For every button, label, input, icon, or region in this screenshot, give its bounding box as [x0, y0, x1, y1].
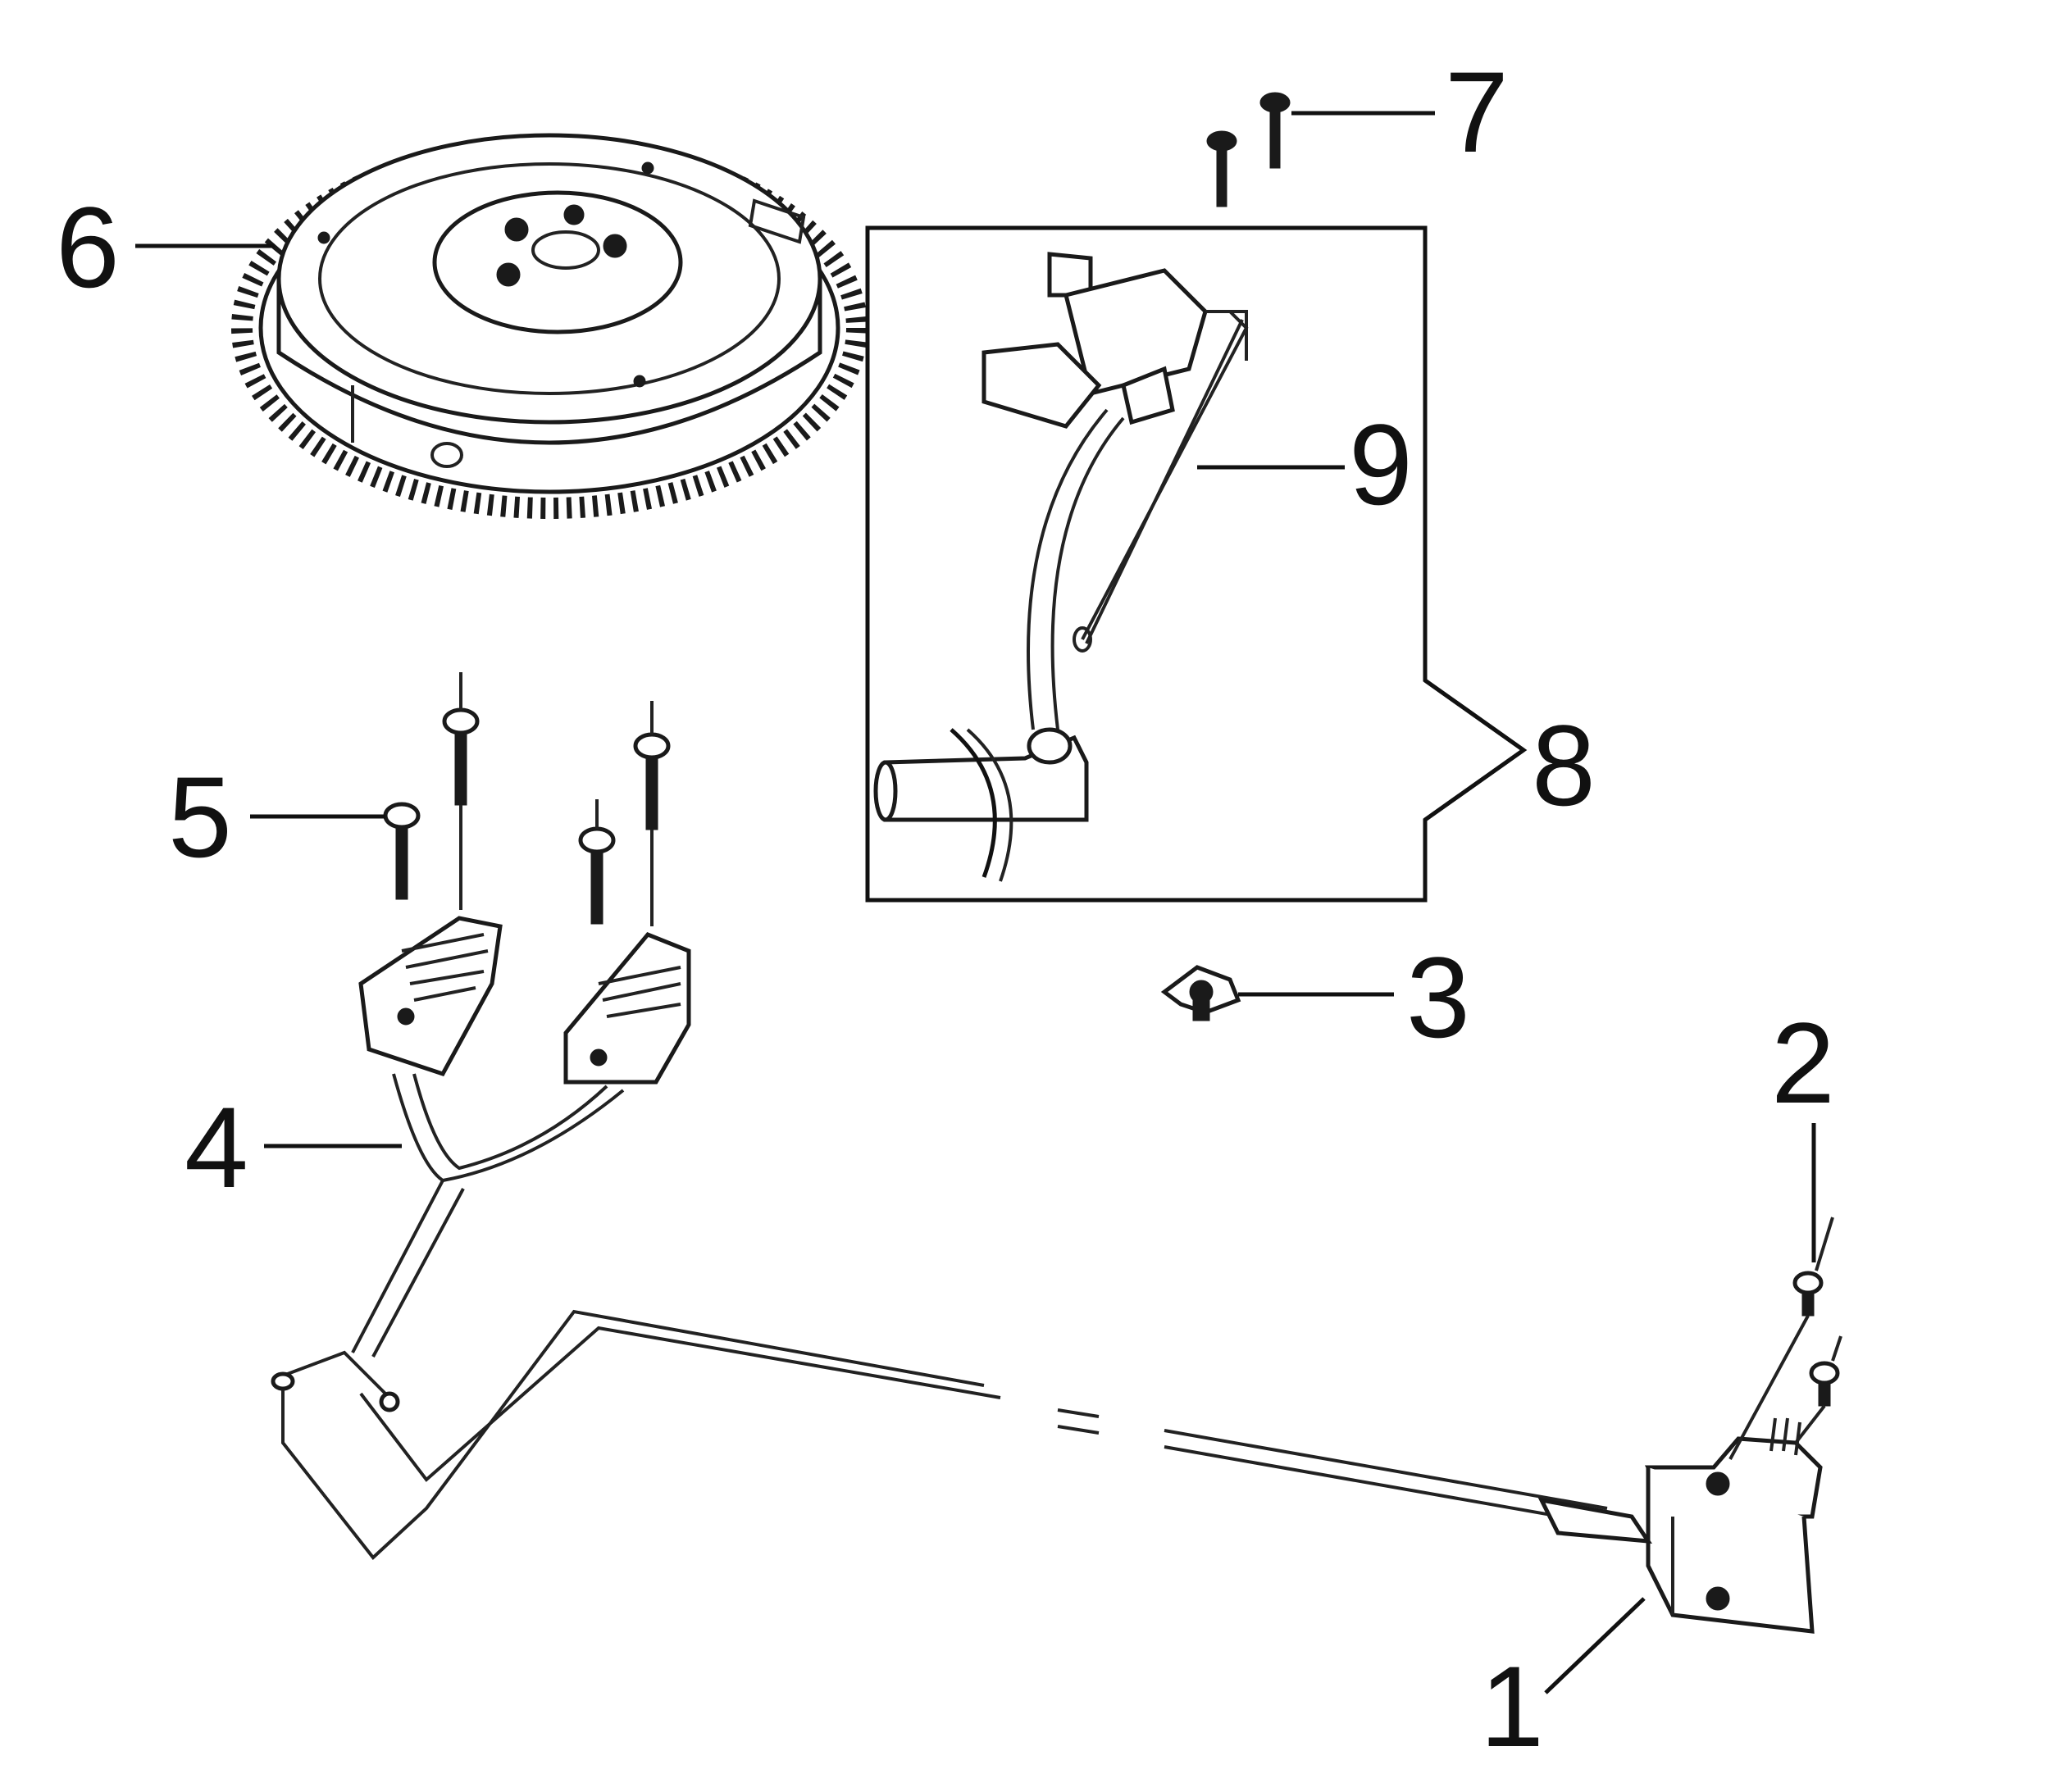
spark-plug-cap-part [873, 408, 1125, 882]
charge-coil-part-4b [563, 932, 691, 1085]
callout-2: 2 [1771, 998, 1835, 1127]
flywheel-part [231, 133, 868, 519]
callout-4: 4 [184, 1083, 248, 1212]
screw-part-5d [578, 799, 616, 925]
callout-1: 1 [1480, 1642, 1544, 1771]
callout-6: 6 [56, 183, 120, 312]
screw-part-2a [1728, 1217, 1834, 1460]
screw-part-7a [1259, 92, 1291, 169]
screw-part-7b [1206, 130, 1237, 207]
screw-part-5a [442, 672, 480, 910]
screw-part-2b [1794, 1335, 1842, 1444]
callout-8: 8 [1532, 701, 1596, 830]
charge-coil-part-4a [358, 916, 503, 1077]
wiring-harness-part-4 [271, 1073, 1608, 1560]
callout-3: 3 [1406, 933, 1470, 1062]
leader-line-8-top [1423, 678, 1525, 753]
ignition-coil-part [982, 252, 1249, 653]
screw-part-5c [633, 701, 671, 926]
ignition-module-part-1 [1537, 1417, 1823, 1634]
callout-5: 5 [168, 753, 232, 881]
leader-line-1 [1544, 1597, 1646, 1694]
callout-9: 9 [1349, 400, 1413, 529]
nut-part-3 [1160, 965, 1241, 1021]
leader-line-8-bottom [1423, 748, 1525, 822]
screw-part-5b [383, 802, 421, 900]
callout-7: 7 [1445, 48, 1509, 176]
